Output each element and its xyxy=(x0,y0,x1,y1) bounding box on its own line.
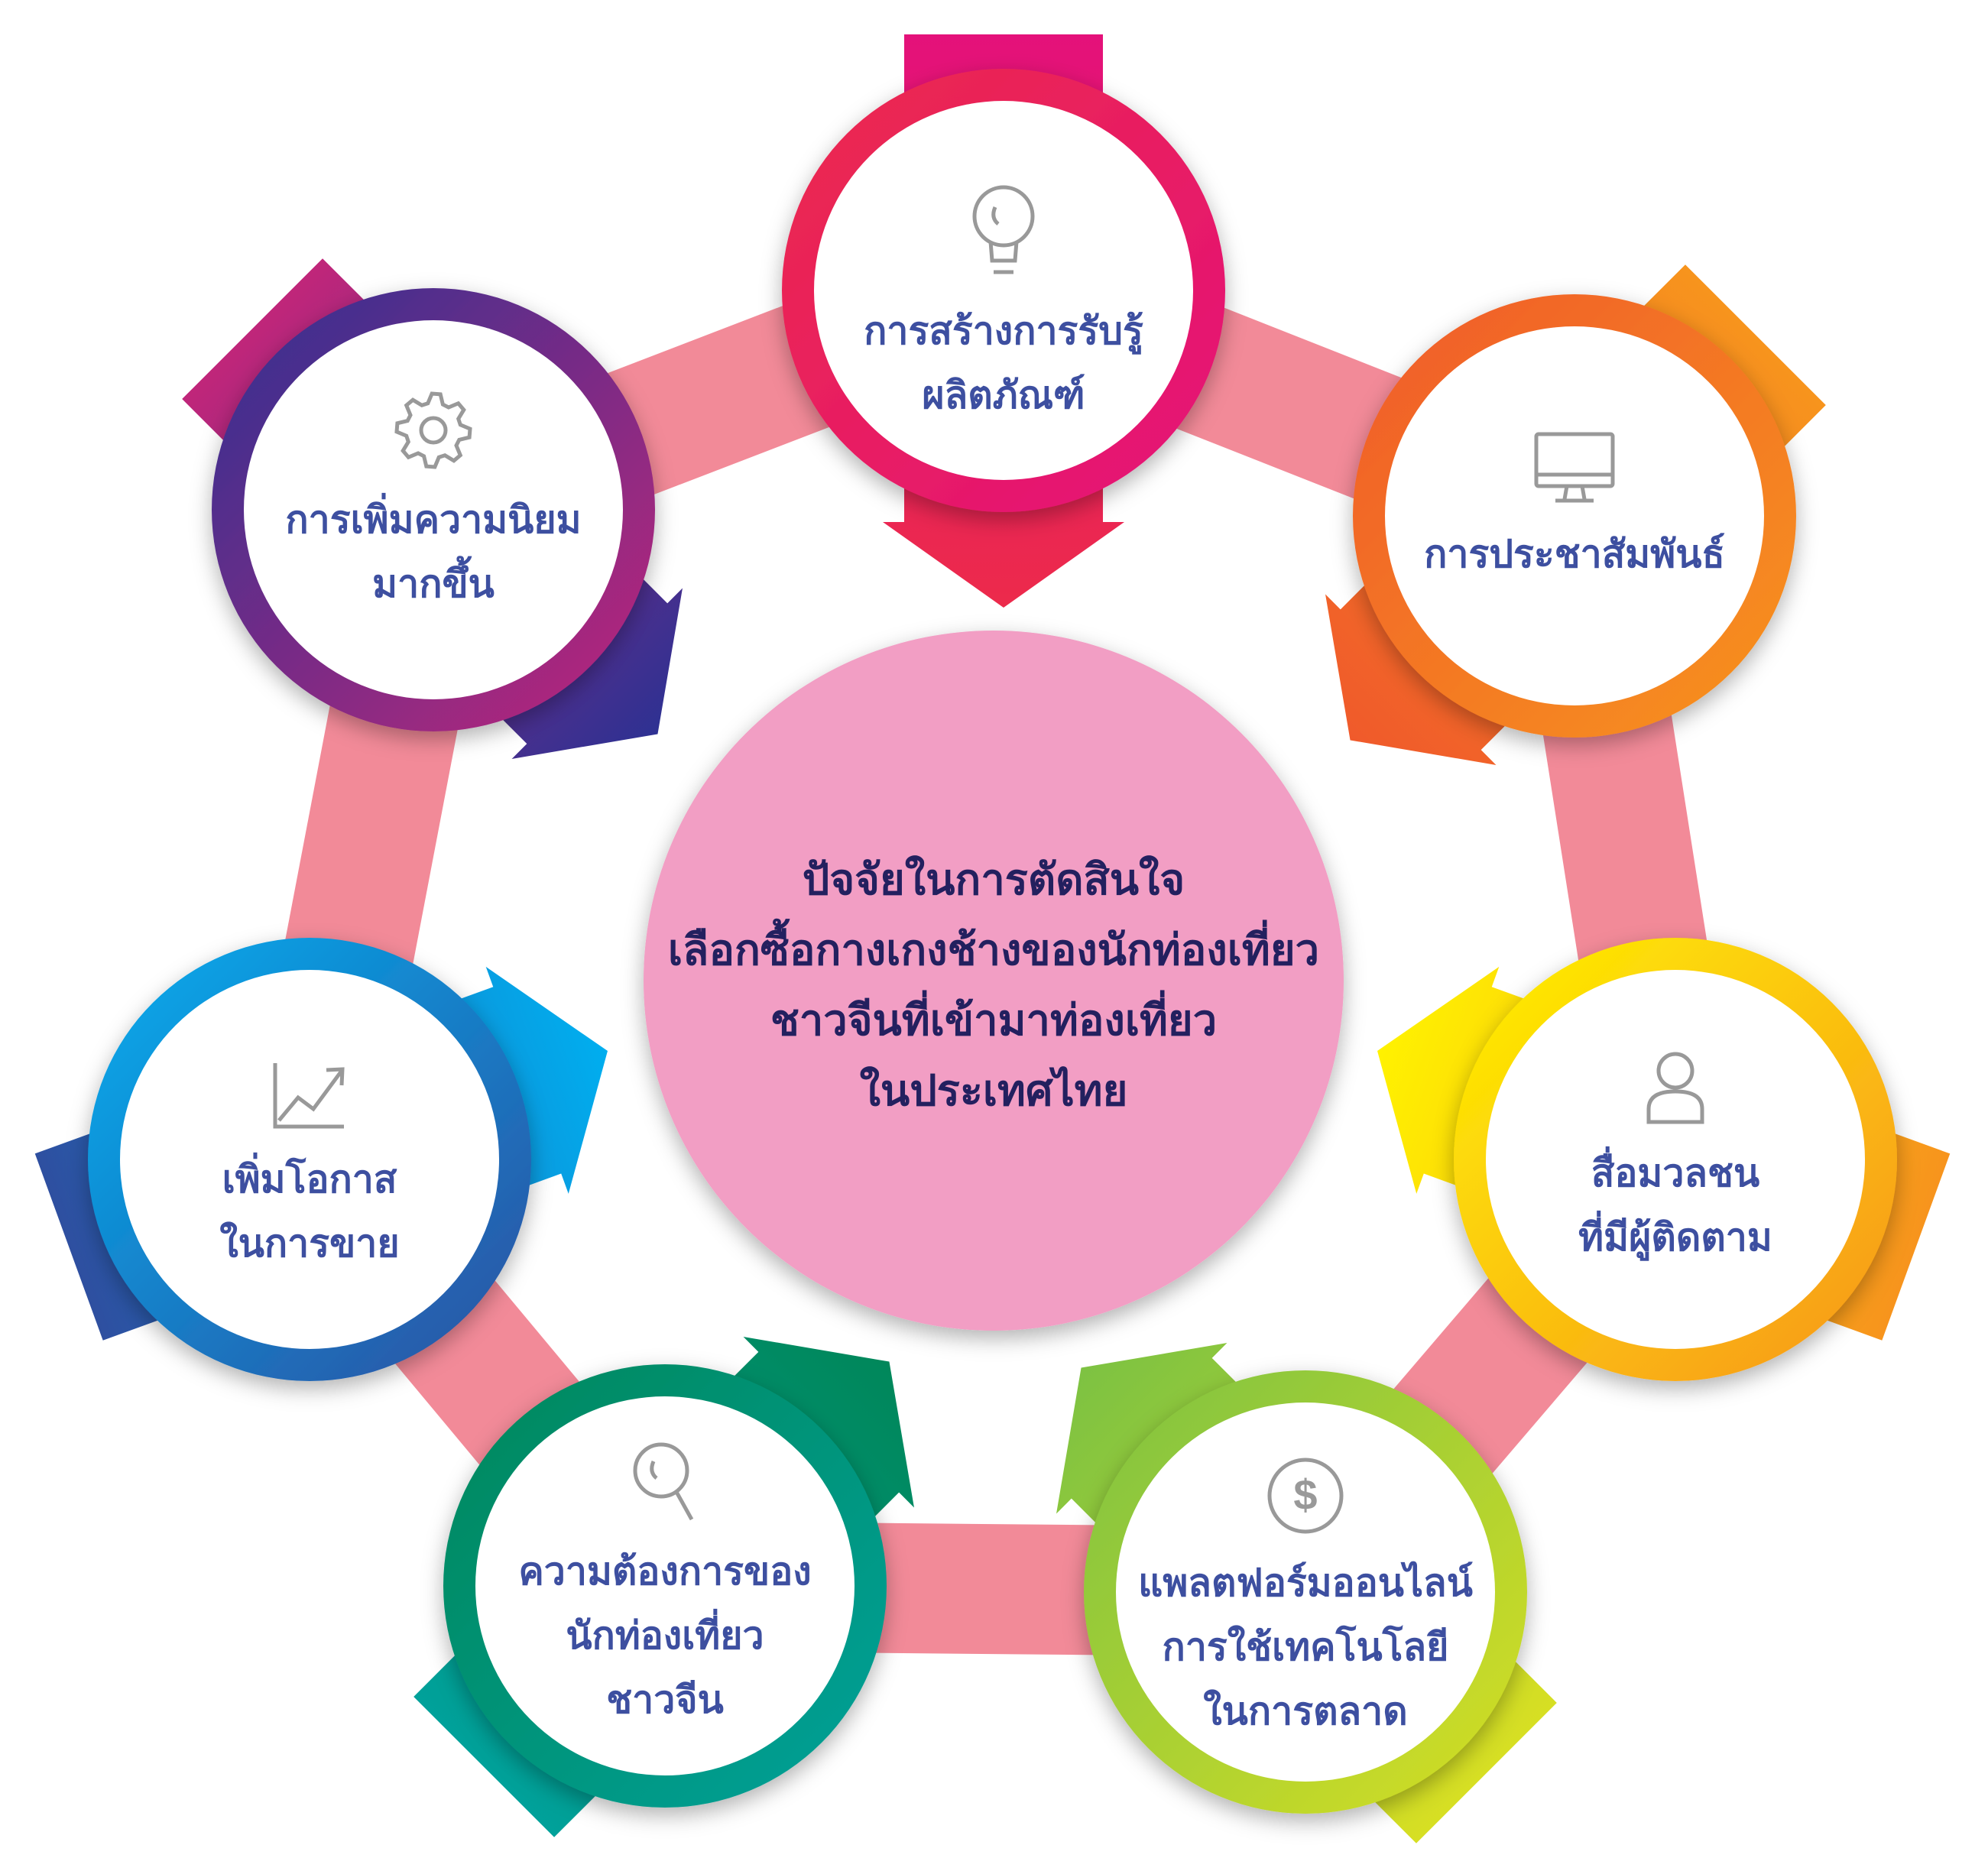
gear-icon xyxy=(394,391,472,469)
online-inner xyxy=(1116,1402,1495,1782)
factor-label: การประชาสัมพันธ์ xyxy=(1424,532,1725,576)
factor-label: เพิ่มโอกาส xyxy=(222,1156,397,1201)
svg-text:$: $ xyxy=(1293,1471,1317,1519)
monitor-icon xyxy=(1534,432,1615,503)
center-line: ปัจจัยในการตัดสินใจ xyxy=(802,855,1185,905)
factor-label: ในการขาย xyxy=(219,1221,400,1266)
pr-inner xyxy=(1385,326,1764,705)
rings xyxy=(88,69,1897,1814)
needs-inner xyxy=(475,1396,855,1775)
media-inner xyxy=(1486,970,1865,1349)
factor-online: $ แพลตฟอร์มออนไลน์ การใช้เทคโนโลยี ในการ… xyxy=(1122,1416,1489,1783)
factor-label: ชาวจีน xyxy=(606,1678,724,1722)
sales-inner xyxy=(120,970,499,1349)
factor-label: นักท่องเที่ยว xyxy=(566,1613,764,1658)
popularity-inner xyxy=(244,320,623,699)
factor-label: การใช้เทคโนโลยี xyxy=(1162,1625,1449,1669)
center-line: เลือกซื้อกางเกงช้างของนักท่องเที่ยว xyxy=(667,926,1320,975)
factor-label: ที่มีผู้ติดตาม xyxy=(1578,1215,1772,1260)
factor-needs: ความต้องการของ นักท่องเที่ยว ชาวจีน xyxy=(482,1402,848,1769)
chart-up-icon xyxy=(273,1062,345,1128)
center-line: ชาวจีนที่เข้ามาท่องเที่ยว xyxy=(770,996,1218,1046)
factor-label: การเพิ่มความนิยม xyxy=(285,498,582,542)
factor-label: การสร้างการรับรู้ xyxy=(864,309,1143,353)
factor-label: ผลิตภัณฑ์ xyxy=(922,373,1085,417)
factor-media: สื่อมวลชน ที่มีผู้ติดตาม xyxy=(1492,976,1859,1343)
center-line: ในประเทศไทย xyxy=(859,1066,1128,1116)
factor-label: ความต้องการของ xyxy=(518,1549,812,1594)
dollar-icon: $ xyxy=(1267,1458,1344,1534)
lightbulb-icon xyxy=(972,185,1035,274)
factor-label: แพลตฟอร์มออนไลน์ xyxy=(1138,1561,1473,1605)
factor-awareness: การสร้างการรับรู้ ผลิตภัณฑ์ xyxy=(820,122,1187,489)
center-circle xyxy=(644,631,1344,1331)
search-icon xyxy=(633,1442,694,1521)
factor-label: มากขึ้น xyxy=(372,562,495,606)
factor-popularity: การเพิ่มความนิยม มากขึ้น xyxy=(250,319,617,686)
awareness-inner xyxy=(814,101,1193,480)
center-title: ปัจจัยในการตัดสินใจ เลือกซื้อกางเกงช้างข… xyxy=(644,825,1344,1146)
factor-label: สื่อมวลชน xyxy=(1591,1151,1760,1195)
factor-sales: เพิ่มโอกาส ในการขาย xyxy=(126,984,493,1351)
factor-pr: การประชาสัมพันธ์ xyxy=(1391,325,1758,692)
factor-label: ในการตลาด xyxy=(1203,1689,1408,1733)
user-icon xyxy=(1646,1052,1704,1124)
